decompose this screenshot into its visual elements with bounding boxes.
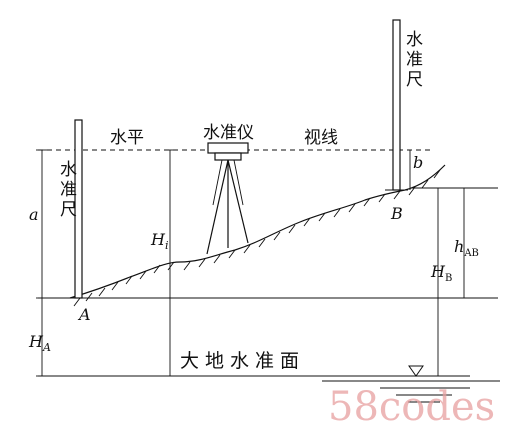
- dimension-hab: [458, 187, 470, 299]
- water-level-icon: [322, 365, 500, 403]
- dimension-hi: [164, 149, 176, 377]
- dimension-ha: [36, 298, 48, 377]
- label-horizontal: 水平: [110, 128, 144, 148]
- watermark: 58codes: [328, 384, 495, 430]
- level-instrument: [206, 142, 249, 255]
- label-hb: HB: [430, 262, 452, 284]
- label-hab: hAB: [454, 237, 479, 259]
- label-reading-b: b: [413, 153, 423, 172]
- dimension-hb: [432, 188, 444, 377]
- label-sight-line: 视线: [304, 128, 338, 148]
- staff-b: [392, 19, 401, 191]
- label-point-a: A: [77, 305, 91, 324]
- label-geoid: 大地水准面: [180, 350, 305, 372]
- label-hi: Hi: [150, 230, 168, 252]
- label-staff-right: 水准尺: [406, 30, 423, 90]
- label-level-instrument: 水准仪: [203, 123, 254, 143]
- ground-profile: [69, 164, 446, 299]
- ground-hatching: [73, 169, 441, 307]
- label-staff-left: 水准尺: [60, 160, 77, 220]
- label-reading-a: a: [29, 205, 39, 224]
- label-ha: HA: [28, 332, 51, 354]
- label-point-b: B: [390, 204, 403, 223]
- dimension-a: [36, 149, 48, 299]
- staff-a: [74, 119, 83, 299]
